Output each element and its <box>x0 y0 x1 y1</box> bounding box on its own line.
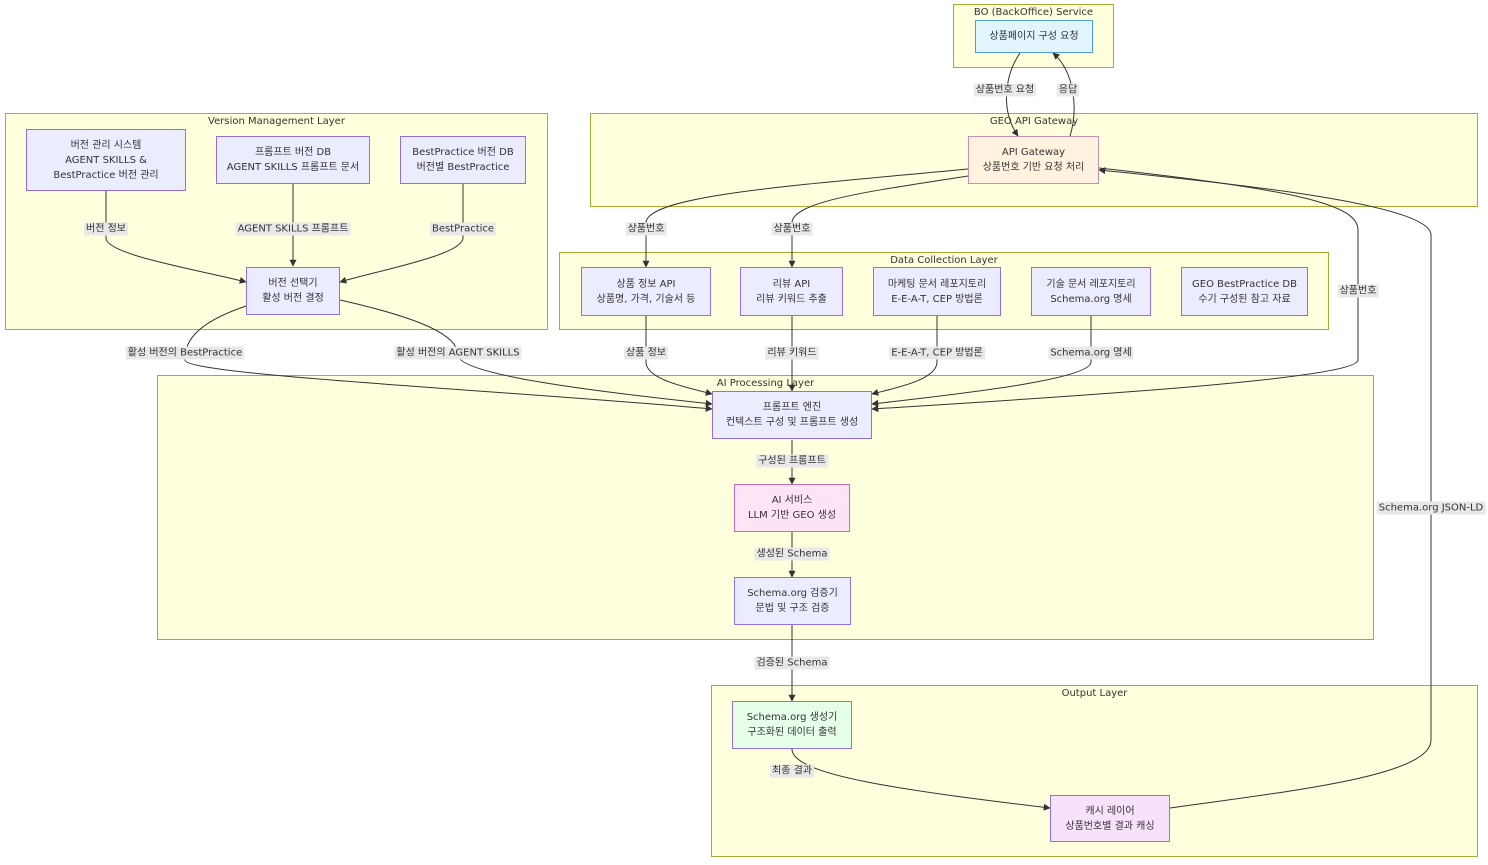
node-cache-layer[interactable]: 캐시 레이어 상품번호별 결과 캐싱 <box>1050 795 1170 842</box>
edge-label-schema-spec: Schema.org 명세 <box>1048 346 1134 360</box>
edge-label-built-prompt: 구성된 프롬프트 <box>756 454 828 468</box>
edge-cache-to-gateway <box>1098 167 1432 809</box>
node-review-api[interactable]: 리뷰 API 리뷰 키워드 추출 <box>740 267 843 316</box>
node-line: BestPractice 버전 DB <box>412 147 514 158</box>
cluster-title: AI Processing Layer <box>716 378 815 389</box>
node-api-gateway[interactable]: API Gateway 상품번호 기반 요청 처리 <box>968 136 1099 184</box>
node-line: Schema.org 생성기 <box>746 712 838 723</box>
node-line: Schema.org 검증기 <box>747 588 838 599</box>
node-product-api[interactable]: 상품 정보 API 상품명, 가격, 기술서 등 <box>581 267 711 316</box>
node-line: LLM 기반 GEO 생성 <box>747 510 837 521</box>
node-line: 프롬프트 엔진 <box>762 402 822 413</box>
node-geo-bp-db[interactable]: GEO BestPractice DB 수기 구성된 참고 자료 <box>1181 267 1308 316</box>
edge-product-api-to-engine <box>645 316 713 396</box>
edge-label-product-info: 상품 정보 <box>624 346 668 360</box>
edge-label-generated-schema: 생성된 Schema <box>754 547 830 561</box>
node-line: 문법 및 구조 검증 <box>755 603 830 614</box>
edge-bp-db-to-selector <box>339 184 464 284</box>
node-marketing-repo[interactable]: 마케팅 문서 레포지토리 E-E-A-T, CEP 방법론 <box>873 267 1001 316</box>
edge-tech-to-engine <box>871 316 1092 407</box>
edge-gateway-to-product-api <box>642 168 969 268</box>
node-line: Schema.org 명세 <box>1050 293 1132 305</box>
node-line: 리뷰 키워드 추출 <box>756 293 827 305</box>
edge-gateway-to-review-api <box>788 175 969 268</box>
node-bp-db[interactable]: BestPractice 버전 DB 버전별 BestPractice <box>400 136 526 184</box>
edge-gateway-to-prompt-engine <box>871 167 1359 413</box>
node-line: 캐시 레이어 <box>1085 805 1135 817</box>
edge-label-product-no-1: 상품번호 <box>625 222 667 236</box>
edge-label-jsonld: Schema.org JSON-LD <box>1376 501 1486 515</box>
node-schema-validator[interactable]: Schema.org 검증기 문법 및 구조 검증 <box>734 577 851 625</box>
cluster-title: Version Management Layer <box>208 116 345 127</box>
edge-label-active-bp: 활성 버전의 BestPractice <box>125 346 245 360</box>
edge-label-final-result: 최종 결과 <box>770 764 814 778</box>
edge-selector-to-engine-agent <box>339 299 713 407</box>
edge-marketing-to-engine <box>871 316 938 396</box>
edge-label-review-keyword: 리뷰 키워드 <box>765 346 819 360</box>
node-line: 상품번호 기반 요청 처리 <box>982 162 1085 173</box>
edge-label-response: 응답 <box>1056 83 1080 97</box>
node-line: 상품 정보 API <box>616 278 676 290</box>
node-line: 상품번호별 결과 캐싱 <box>1065 820 1155 832</box>
edge-label-product-no-2: 상품번호 <box>771 222 813 236</box>
node-line: 버전 관리 시스템 <box>70 139 142 151</box>
edge-label-agent-skills-prompt: AGENT SKILLS 프롬프트 <box>235 222 351 236</box>
edge-generator-to-cache <box>791 748 1051 811</box>
node-line: 리뷰 API <box>772 278 811 290</box>
edge-label-eeat-cep: E-E-A-T, CEP 방법론 <box>889 346 985 360</box>
node-version-selector[interactable]: 버전 선택기 활성 버전 결정 <box>246 267 340 315</box>
edge-label-product-no-3: 상품번호 <box>1337 284 1379 298</box>
node-line: 수기 구성된 참고 자료 <box>1198 293 1291 305</box>
node-line: AGENT SKILLS 프롬프트 문서 <box>226 162 360 173</box>
node-line: 구조화된 데이터 출력 <box>747 727 837 738</box>
node-line: GEO BestPractice DB <box>1192 278 1297 290</box>
node-tech-repo[interactable]: 기술 문서 레포지토리 Schema.org 명세 <box>1031 267 1151 316</box>
node-line: 프롬프트 버전 DB <box>254 147 332 158</box>
edge-label-bestpractice: BestPractice <box>429 222 497 236</box>
cluster-title: GEO API Gateway <box>989 116 1079 127</box>
node-line: 컨텍스트 구성 및 프롬프트 생성 <box>725 417 859 428</box>
edge-label-validated-schema: 검증된 Schema <box>754 656 830 670</box>
node-prompt-db[interactable]: 프롬프트 버전 DB AGENT SKILLS 프롬프트 문서 <box>216 136 370 184</box>
node-line: 활성 버전 결정 <box>262 293 324 304</box>
node-prompt-engine[interactable]: 프롬프트 엔진 컨텍스트 구성 및 프롬프트 생성 <box>712 391 872 439</box>
node-line: API Gateway <box>1001 147 1066 158</box>
node-schema-generator[interactable]: Schema.org 생성기 구조화된 데이터 출력 <box>732 701 852 749</box>
cluster-title: BO (BackOffice) Service <box>973 7 1094 18</box>
edge-label-version-info: 버전 정보 <box>84 222 128 236</box>
edge-label-product-no-request: 상품번호 요청 <box>973 83 1037 97</box>
node-line: E-E-A-T, CEP 방법론 <box>891 293 983 305</box>
node-line: BestPractice 버전 관리 <box>53 169 159 181</box>
node-line: 상품명, 가격, 기술서 등 <box>596 293 696 305</box>
node-bo-request[interactable]: 상품페이지 구성 요청 <box>975 20 1093 53</box>
node-version-system[interactable]: 버전 관리 시스템 AGENT SKILLS & BestPractice 버전… <box>26 129 186 191</box>
node-line: 버전별 BestPractice <box>416 162 510 173</box>
cluster-title: Output Layer <box>1061 688 1128 699</box>
node-line: 버전 선택기 <box>268 278 318 289</box>
node-ai-service[interactable]: AI 서비스 LLM 기반 GEO 생성 <box>734 484 850 532</box>
edge-version-system-to-selector <box>105 191 247 284</box>
edge-label-active-agent: 활성 버전의 AGENT SKILLS <box>394 346 522 360</box>
node-line: 기술 문서 레포지토리 <box>1046 278 1136 290</box>
node-line: AI 서비스 <box>771 495 813 506</box>
node-line: 마케팅 문서 레포지토리 <box>887 278 987 290</box>
node-line: 상품페이지 구성 요청 <box>989 31 1079 42</box>
edge-selector-to-engine-bp <box>184 305 713 412</box>
cluster-title: Data Collection Layer <box>890 255 998 266</box>
node-line: AGENT SKILLS & <box>65 154 147 166</box>
